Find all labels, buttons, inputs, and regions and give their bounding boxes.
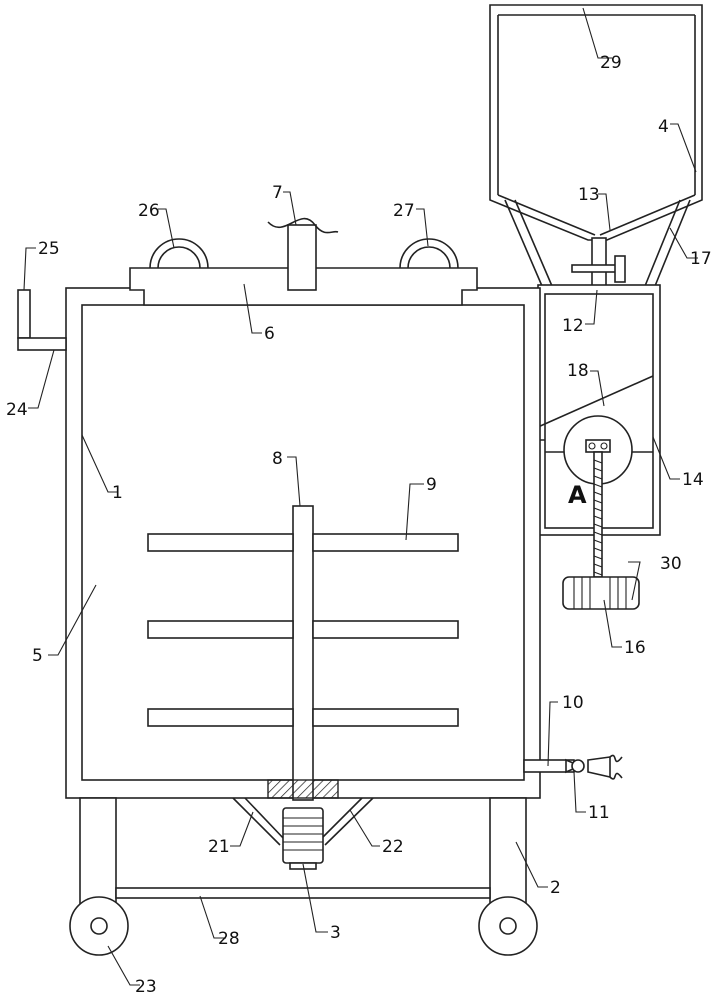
label-1: 1 xyxy=(112,483,123,503)
label-8: 8 xyxy=(272,449,283,469)
reference-labels: 29 4 13 17 7 26 27 25 6 12 24 18 1 14 8 … xyxy=(6,53,712,997)
side-box xyxy=(519,284,661,578)
lid xyxy=(129,217,478,306)
label-29: 29 xyxy=(600,53,622,73)
label-17: 17 xyxy=(690,249,712,269)
label-7: 7 xyxy=(272,183,283,203)
lid-handles xyxy=(149,238,459,269)
label-30: 30 xyxy=(660,554,682,574)
label-18: 18 xyxy=(567,361,589,381)
label-25: 25 xyxy=(38,239,60,259)
label-6: 6 xyxy=(264,324,275,344)
label-21: 21 xyxy=(208,837,230,857)
label-12: 12 xyxy=(562,316,584,336)
label-9: 9 xyxy=(426,475,437,495)
leader-lines xyxy=(23,7,698,986)
inlet-pipe xyxy=(17,289,67,351)
motor-assembly xyxy=(232,797,374,870)
label-3: 3 xyxy=(330,923,341,943)
label-26: 26 xyxy=(138,201,160,221)
stirrer xyxy=(147,505,459,801)
label-2: 2 xyxy=(550,878,561,898)
label-14: 14 xyxy=(682,470,704,490)
adjust-knob xyxy=(562,576,640,610)
label-27: 27 xyxy=(393,201,415,221)
label-23: 23 xyxy=(135,977,157,997)
label-22: 22 xyxy=(382,837,404,857)
label-4: 4 xyxy=(658,117,669,137)
bearing-seat xyxy=(267,779,339,799)
outlet-pipe xyxy=(523,754,623,780)
frame xyxy=(69,797,538,956)
label-24: 24 xyxy=(6,400,28,420)
feed-valve xyxy=(571,255,626,283)
label-13: 13 xyxy=(578,185,600,205)
label-11: 11 xyxy=(588,803,610,823)
label-A: A xyxy=(568,481,587,509)
label-10: 10 xyxy=(562,693,584,713)
label-16: 16 xyxy=(624,638,646,658)
label-5: 5 xyxy=(32,646,43,666)
label-28: 28 xyxy=(218,929,240,949)
hopper-supports xyxy=(504,199,691,287)
